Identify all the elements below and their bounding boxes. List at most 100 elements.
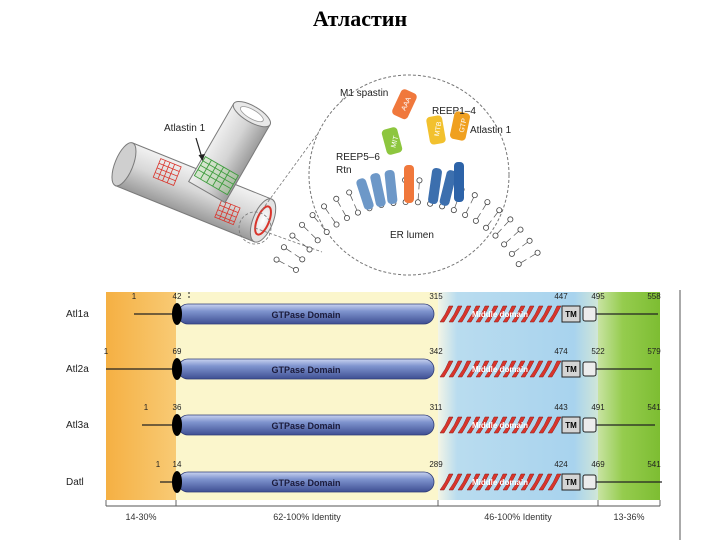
residue-gtpase-start: 14 — [173, 460, 182, 469]
residue-end: 541 — [647, 403, 661, 412]
residue-gtpase-start: 42 — [173, 292, 182, 301]
lipid-head — [416, 177, 423, 184]
page-title: Атластин — [312, 6, 408, 31]
lipid-head — [309, 212, 316, 219]
er-tubule-illustration: Atlastin 1 — [111, 95, 346, 253]
gtpase-domain-label: GTPase Domain — [271, 478, 340, 488]
residue-tm-end: 469 — [591, 460, 605, 469]
residue-middle-end: 424 — [554, 460, 568, 469]
lipid-head — [450, 207, 457, 214]
middle-domain-label: Middle domain — [472, 421, 528, 430]
atlastin1-inset-label: Atlastin 1 — [470, 125, 512, 136]
protein-name: Atl2a — [66, 364, 89, 375]
gtpase-start-cap — [172, 414, 182, 436]
er-lumen-label: ER lumen — [390, 230, 434, 241]
tm-label: TM — [565, 421, 577, 430]
gtp-label: GTP — [459, 117, 469, 133]
residue-tm-end: 495 — [591, 292, 605, 301]
identity-brackets — [105, 500, 661, 507]
residue-start: 1 — [156, 460, 161, 469]
lipid-head — [333, 195, 340, 202]
middle-domain-helix — [439, 473, 562, 491]
membrane-inset: MIT AAA MTB GTP M1 spastin REEP1–4 Atlas… — [273, 74, 541, 276]
gtpase-domain-label: GTPase Domain — [271, 310, 340, 320]
n-terminal-region — [106, 292, 176, 500]
c-terminal-box — [582, 306, 597, 322]
lipid-head — [462, 211, 469, 218]
protein-name: Atl1a — [66, 309, 89, 320]
lipid-head — [471, 192, 478, 199]
lipid-head — [323, 228, 330, 235]
residue-middle-end: 474 — [554, 347, 568, 356]
gtpase-identity-region — [176, 292, 438, 500]
tm-label: TM — [565, 310, 577, 319]
lipid-head — [534, 249, 541, 256]
tm-box — [561, 305, 581, 323]
c-terminal-box — [582, 474, 597, 490]
tm-box — [561, 416, 581, 434]
identity-n-term: 14-30% — [125, 512, 156, 522]
c-terminal-box — [582, 361, 597, 377]
residue-gtpase-end: 342 — [429, 347, 443, 356]
callout-line — [254, 227, 323, 253]
residue-gtpase-start: 69 — [173, 347, 182, 356]
lipid-head — [508, 250, 515, 257]
middle-domain-helix — [439, 360, 562, 378]
lipid-head — [483, 224, 490, 231]
lipid-head — [496, 207, 503, 214]
reep1-4-label: REEP1–4 — [432, 106, 476, 117]
lipid-head — [299, 221, 306, 228]
rtn-label: Rtn — [336, 165, 352, 176]
lipid-head — [280, 244, 287, 251]
atlastin-mesh-green — [193, 155, 239, 196]
middle-domain-helix — [439, 305, 562, 323]
pointer-arrow-head — [198, 154, 205, 161]
protein-row-atl2a: Atl2a GTPase Domain Middle domain TM 1 69 342 4… — [66, 347, 661, 380]
tm-box — [561, 473, 581, 491]
lipid-head — [484, 199, 491, 206]
callout-small-circle — [238, 211, 272, 245]
lipid-head — [314, 237, 321, 244]
spastin-protein: MIT AAA — [381, 89, 417, 203]
lipid-head — [333, 221, 340, 228]
residue-middle-end: 447 — [554, 292, 568, 301]
tm-label: TM — [565, 365, 577, 374]
residue-tm-end: 491 — [591, 403, 605, 412]
tm-label: TM — [565, 478, 577, 487]
gtpase-domain-label: GTPase Domain — [271, 365, 340, 375]
lipid-head — [273, 256, 280, 263]
atlastin-mesh-red-2 — [214, 199, 241, 226]
mtb-label: MTB — [434, 121, 444, 137]
lipid-head — [299, 256, 306, 263]
c-terminal-box — [582, 417, 597, 433]
atlastin-mesh-red-1 — [152, 158, 182, 186]
residue-gtpase-end: 289 — [429, 460, 443, 469]
gtpase-start-cap — [172, 303, 182, 325]
residue-middle-end: 443 — [554, 403, 568, 412]
residue-start: 1 — [132, 292, 137, 301]
residue-start: 1 — [104, 347, 109, 356]
atlastin-inset-protein: MTB GTP — [426, 111, 470, 202]
middle-domain-helix — [439, 416, 562, 434]
reep5-6-label: REEP5–6 — [336, 152, 380, 163]
identity-c-term: 13-36% — [613, 512, 644, 522]
identity-gtpase: 62-100% Identity — [273, 512, 341, 522]
lipid-head — [517, 226, 524, 233]
lipid-head — [526, 237, 533, 244]
lipid-head — [354, 209, 361, 216]
middle-domain-label: Middle domain — [472, 365, 528, 374]
lipid-head — [507, 216, 514, 223]
residue-gtpase-start: 36 — [173, 403, 182, 412]
residue-end: 558 — [647, 292, 661, 301]
lipid-head — [492, 232, 499, 239]
lipid-head — [289, 232, 296, 239]
atlastin-label: Atlastin 1 — [164, 123, 206, 134]
gtpase-start-cap — [172, 358, 182, 380]
lipid-head — [501, 241, 508, 248]
protein-name: Datl — [66, 477, 84, 488]
residue-gtpase-end: 315 — [429, 292, 443, 301]
